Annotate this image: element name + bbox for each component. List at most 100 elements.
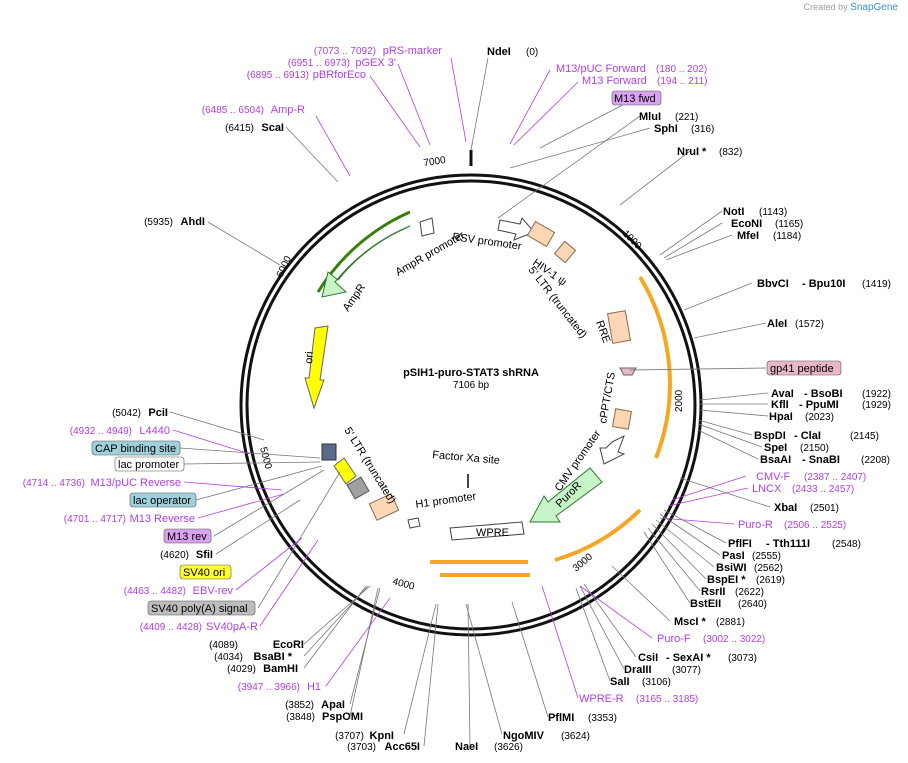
primer-m13puc-fwd: M13/pUC Forward bbox=[556, 63, 646, 75]
credit-brand: SnapGene bbox=[850, 2, 898, 13]
backbone-inner bbox=[245, 179, 697, 631]
primer-cmvf: CMV-F bbox=[756, 471, 791, 483]
site-nrui: NruI * bbox=[677, 146, 707, 158]
primer-lncx: LNCX bbox=[752, 483, 782, 495]
site-pflmi-pos: (3353) bbox=[588, 713, 617, 724]
box-cap-text: CAP binding site bbox=[95, 443, 176, 455]
box-gp41 bbox=[766, 360, 842, 376]
site-mlui-pos: (221) bbox=[675, 112, 698, 123]
site-xbai: XbaI bbox=[774, 502, 797, 514]
site-acc65i: Acc65I bbox=[385, 741, 420, 753]
primer-m13puc-rev: M13/pUC Reverse bbox=[91, 477, 181, 489]
site-alei: AleI bbox=[767, 318, 787, 330]
label-ampr: AmpR bbox=[341, 282, 368, 314]
site-sfii: SfiI bbox=[196, 549, 213, 561]
site-scai: ScaI bbox=[261, 122, 284, 134]
primer-pbr: pBRforEco bbox=[313, 69, 366, 81]
rre-box bbox=[606, 310, 632, 344]
site-ndei-pos: (0) bbox=[526, 47, 538, 58]
site-rsrii: RsrII bbox=[701, 586, 725, 598]
rsv-arrow bbox=[497, 217, 535, 241]
credit-prefix: Created by bbox=[803, 2, 848, 12]
lac-stack bbox=[321, 443, 337, 461]
site-bamhi: BamHI bbox=[263, 663, 298, 675]
box-sv40pa-text: SV40 poly(A) signal bbox=[151, 603, 248, 615]
box-lacprom bbox=[114, 456, 185, 472]
primer-lines bbox=[172, 57, 749, 699]
primer-l4440-range: (4932 .. 4949) bbox=[70, 426, 132, 437]
plasmid-name: pSIH1-puro-STAT3 shRNA bbox=[403, 367, 539, 379]
box-lacop-text: lac operator bbox=[133, 495, 191, 507]
site-ecori: EcoRI bbox=[273, 639, 304, 651]
puror-arrow bbox=[529, 467, 603, 523]
site-rsrii-pos: (2622) bbox=[735, 587, 764, 598]
site-pflmi: PflMI bbox=[548, 712, 574, 724]
site-msci-pos: (2881) bbox=[716, 617, 745, 628]
primer-sv40pa-range: (4409 .. 4428) bbox=[140, 622, 202, 633]
site-avai-2: - BsoBI bbox=[804, 388, 843, 400]
box-gp41-text: gp41 peptide bbox=[770, 363, 834, 375]
site-bsiwi-pos: (2562) bbox=[754, 563, 783, 574]
primer-l4440: L4440 bbox=[139, 425, 170, 437]
site-pasi-pos: (2555) bbox=[752, 551, 781, 562]
site-spei: SpeI bbox=[764, 442, 787, 454]
site-bsteii: BstEII bbox=[690, 598, 721, 610]
site-csii-2: - SexAI * bbox=[666, 652, 711, 664]
primer-m13-fwd-range: (194 .. 211) bbox=[657, 76, 707, 87]
primer-m13-fwd: M13 Forward bbox=[582, 75, 647, 87]
box-lacprom-text: lac promoter bbox=[118, 459, 179, 471]
site-xbai-pos: (2501) bbox=[810, 503, 839, 514]
site-sfii-pos: (4620) bbox=[160, 550, 189, 561]
primer-pgex: pGEX 3' bbox=[355, 57, 396, 69]
site-alei-pos: (1572) bbox=[795, 319, 824, 330]
site-bamhi-pos: (4029) bbox=[227, 664, 256, 675]
primer-ebv: EBV-rev bbox=[193, 585, 234, 597]
label-ori: ori bbox=[303, 351, 316, 364]
site-csii: CsiI bbox=[638, 652, 658, 664]
orf-arc-2 bbox=[554, 508, 642, 562]
site-pcii-pos: (5042) bbox=[112, 408, 141, 419]
primer-sv40pa: SV40pA-R bbox=[206, 621, 258, 633]
site-sali: SalI bbox=[610, 676, 630, 688]
site-nrui-pos: (832) bbox=[719, 147, 742, 158]
site-bsaai-pos: (2208) bbox=[861, 455, 890, 466]
box-m13fwd bbox=[611, 90, 662, 106]
site-pspomi: PspOMI bbox=[322, 711, 363, 723]
site-ndei: NdeI bbox=[487, 46, 511, 58]
site-sali-pos: (3106) bbox=[642, 677, 671, 688]
site-bsaai-2: - SnaBI bbox=[802, 454, 840, 466]
site-ahdi: AhdI bbox=[181, 216, 205, 228]
ltr-box-1 bbox=[553, 240, 577, 264]
primer-labels: pRS-marker (7073 .. 7092) pGEX 3' (6951 … bbox=[23, 45, 867, 705]
site-acc65i-pos: (3703) bbox=[347, 742, 376, 753]
site-bsteii-pos: (2640) bbox=[738, 599, 767, 610]
site-apai: ApaI bbox=[321, 699, 345, 711]
ampr-arrow bbox=[321, 225, 411, 298]
hiv1-box bbox=[526, 220, 556, 248]
site-bsabi-pos: (4034) bbox=[214, 652, 243, 663]
ltr-box-3 bbox=[368, 493, 400, 521]
site-hpai: HpaI bbox=[769, 411, 793, 423]
site-econi: EcoNI bbox=[731, 218, 762, 230]
sites-right: NdeI (0) MluI (221) SphI (316) NruI * (8… bbox=[455, 46, 891, 753]
primer-prs-range: (7073 .. 7092) bbox=[314, 46, 376, 57]
site-pasi: PasI bbox=[722, 550, 745, 562]
site-kfli-pos: (1929) bbox=[862, 400, 891, 411]
site-mfei-pos: (1184) bbox=[773, 231, 801, 242]
site-mfei: MfeI bbox=[737, 230, 759, 242]
site-bspei: BspEI * bbox=[707, 574, 746, 586]
primer-pgex-range: (6951 .. 6973) bbox=[288, 58, 350, 69]
site-naei-pos: (3626) bbox=[494, 742, 523, 753]
site-noti: NotI bbox=[723, 206, 744, 218]
site-avai: AvaI bbox=[771, 388, 794, 400]
sites-left: KpnI (3707) Acc65I (3703) ApaI (3852) Ps… bbox=[112, 122, 420, 753]
sv40pa-box bbox=[346, 476, 370, 500]
primer-puror: Puro-R bbox=[738, 519, 773, 531]
plasmid-length: 7106 bp bbox=[453, 380, 490, 391]
wpre-arrow bbox=[449, 521, 525, 541]
tick-5000: 5000 bbox=[257, 446, 273, 471]
site-econi-pos: (1165) bbox=[775, 219, 803, 230]
primer-puror-range: (2506 .. 2525) bbox=[784, 520, 846, 531]
boxed-labels: M13 fwd gp41 peptide CAP binding site la… bbox=[91, 90, 842, 616]
tick-2000: 2000 bbox=[674, 389, 685, 412]
